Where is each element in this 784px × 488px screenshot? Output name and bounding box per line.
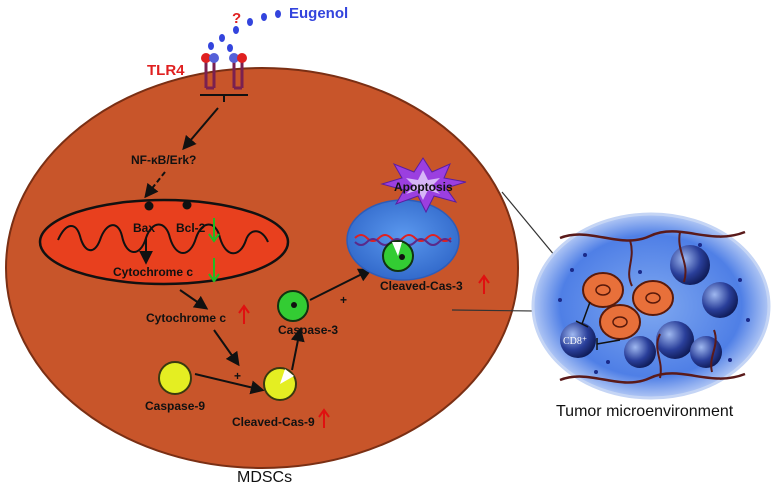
arrow-cytc-to-cas9 bbox=[213, 329, 240, 367]
tumor-cell bbox=[670, 245, 710, 285]
tumor-cell bbox=[624, 336, 656, 368]
bcl2-label: Bcl-2 bbox=[176, 221, 206, 235]
bcl2-down-arrow bbox=[208, 218, 220, 243]
eugenol-label: Eugenol bbox=[289, 5, 348, 22]
cd8-t-cell bbox=[560, 322, 596, 358]
cleaved-cas-3-up-arrow bbox=[478, 274, 490, 294]
mdsc-small bbox=[582, 272, 624, 308]
plus-sign-1: + bbox=[234, 369, 241, 383]
tlr4-label: TLR4 bbox=[147, 62, 185, 79]
inhibition-line-1 bbox=[575, 301, 591, 328]
tlr4-receptor bbox=[200, 53, 248, 102]
apoptosis-label: Apoptosis bbox=[394, 180, 453, 194]
bcl2-protein bbox=[182, 200, 192, 210]
nfkb-erk-label: NF-κB/Erk? bbox=[131, 153, 196, 167]
blood-vessel bbox=[559, 230, 746, 242]
tumor-cell bbox=[702, 282, 738, 318]
tumor-cell bbox=[656, 321, 694, 359]
cleaved-cas-3-label: Cleaved-Cas-3 bbox=[380, 279, 463, 293]
tumor-microenvironment bbox=[531, 212, 771, 400]
cleaved-cas-9-label: Cleaved-Cas-9 bbox=[232, 415, 315, 429]
mdsc-small bbox=[599, 304, 641, 340]
arrow-cleaved-cas9-to-cas3 bbox=[290, 327, 305, 371]
bax-protein bbox=[144, 201, 154, 211]
caspase-9-circle bbox=[158, 361, 192, 395]
tumor-cell bbox=[690, 336, 722, 368]
mdscs-label: MDSCs bbox=[237, 469, 292, 486]
arrow-cytc-release bbox=[179, 289, 209, 310]
bax-label: Bax bbox=[133, 221, 155, 235]
tumor-microenvironment-label: Tumor microenvironment bbox=[556, 403, 734, 420]
cytc-down-arrow bbox=[208, 258, 220, 283]
connector-upper bbox=[501, 191, 561, 263]
arrow-cas3-to-cleaved bbox=[309, 268, 373, 301]
unknown-mark: ? bbox=[232, 10, 241, 27]
eugenol-molecules bbox=[208, 10, 281, 52]
cytochrome-c-mito-label: Cytochrome c bbox=[113, 265, 193, 279]
cd8-label: CD8⁺ bbox=[563, 336, 587, 347]
mitochondrial-cristae bbox=[57, 223, 269, 255]
cytc-up-arrow bbox=[238, 304, 250, 324]
arrow-cas9-to-cleaved bbox=[194, 373, 265, 395]
caspase-9-label: Caspase-9 bbox=[145, 399, 205, 413]
mdsc-small bbox=[632, 280, 674, 316]
cleaved-cas-9-up-arrow bbox=[318, 408, 330, 428]
caspase-3-label: Caspase-3 bbox=[278, 323, 338, 337]
plus-sign-2: + bbox=[340, 293, 347, 307]
arrow-tlr4-to-nfkb bbox=[182, 107, 219, 151]
mitochondrion bbox=[38, 198, 290, 286]
cytochrome-c-cyto-label: Cytochrome c bbox=[146, 311, 226, 325]
inhibition-line-2 bbox=[596, 338, 621, 350]
arrow-nfkb-to-mito bbox=[144, 171, 166, 199]
blood-vessel bbox=[559, 372, 746, 384]
